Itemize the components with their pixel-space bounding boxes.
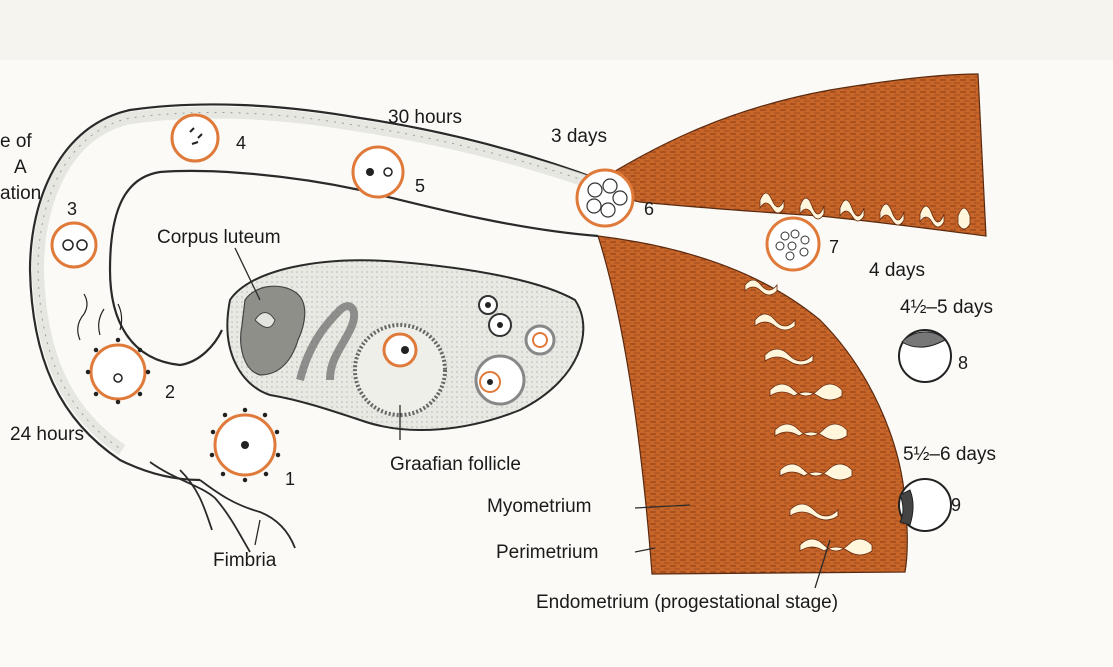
cut-label-a: A (14, 158, 27, 177)
stage-number-8: 8 (958, 354, 968, 372)
label-perimetrium: Perimetrium (496, 543, 598, 562)
label-myometrium: Myometrium (487, 497, 592, 516)
stage-5-zygote (353, 147, 403, 197)
stage-4-four-cell (172, 115, 218, 161)
cut-label-e-of: e of (0, 132, 32, 151)
stage-number-7: 7 (829, 238, 839, 256)
label-fimbria: Fimbria (213, 551, 276, 570)
label-graafian-follicle: Graafian follicle (390, 455, 521, 474)
time-30-hours: 30 hours (388, 108, 462, 127)
stage-number-9: 9 (951, 496, 961, 514)
stage-3-two-cell (52, 223, 96, 267)
stage-number-2: 2 (165, 383, 175, 401)
stage-2-fertilized (91, 345, 145, 399)
label-corpus-luteum: Corpus luteum (157, 228, 281, 247)
label-endometrium: Endometrium (progestational stage) (536, 593, 838, 612)
cut-label-ation: ation (0, 184, 41, 203)
time-5-6-days: 5½–6 days (903, 445, 996, 464)
time-3-days: 3 days (551, 127, 607, 146)
time-4-days: 4 days (869, 261, 925, 280)
time-4-5-days: 4½–5 days (900, 298, 993, 317)
stage-number-1: 1 (285, 470, 295, 488)
stage-number-3: 3 (67, 200, 77, 218)
stage-number-4: 4 (236, 134, 246, 152)
stage-number-5: 5 (415, 177, 425, 195)
time-24-hours: 24 hours (10, 425, 84, 444)
stage-number-6: 6 (644, 200, 654, 218)
